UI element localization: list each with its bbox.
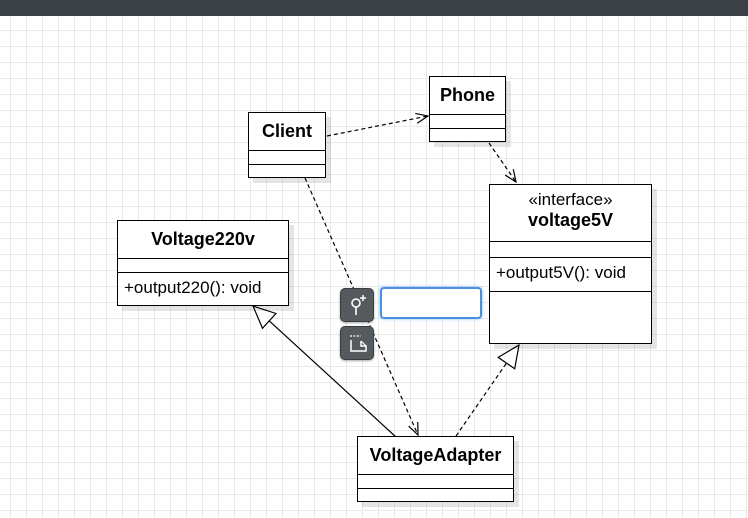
class-name: Client <box>261 121 312 141</box>
class-client[interactable]: Client <box>248 112 326 178</box>
class-header: Voltage220v <box>118 221 288 259</box>
class-voltage220v[interactable]: Voltage220v +output220(): void <box>117 220 289 306</box>
top-toolbar-strip <box>0 0 748 16</box>
class-header: «interface» voltage5V <box>490 185 651 242</box>
class-header: Client <box>249 113 325 151</box>
attributes-section <box>118 259 288 273</box>
class-name: Voltage220v <box>151 229 255 249</box>
class-name: VoltageAdapter <box>369 445 502 465</box>
class-name: Phone <box>439 85 495 105</box>
realization-adapter-voltage5v[interactable] <box>455 345 519 437</box>
add-note-button[interactable] <box>340 326 374 360</box>
attributes-section <box>358 475 513 489</box>
attributes-section <box>249 151 325 165</box>
operations-section <box>430 129 505 141</box>
dependency-client-phone[interactable] <box>326 116 428 137</box>
class-phone[interactable]: Phone <box>429 76 506 142</box>
interface-stereotype: «interface» <box>528 190 613 209</box>
extra-section <box>490 292 651 343</box>
generalization-adapter-voltage220v[interactable] <box>253 306 397 438</box>
dependency-phone-voltage5v[interactable] <box>488 142 516 182</box>
operation-output5v[interactable]: +output5V(): void <box>496 263 626 282</box>
class-name: voltage5V <box>527 210 614 230</box>
attributes-section <box>430 115 505 129</box>
operations-section <box>358 489 513 501</box>
add-connector-icon <box>351 295 366 315</box>
add-connector-button[interactable] <box>340 288 374 322</box>
operations-section <box>249 165 325 177</box>
label-edit-input[interactable] <box>380 287 482 319</box>
class-voltage-adapter[interactable]: VoltageAdapter <box>357 436 514 502</box>
operations-section: +output220(): void <box>118 273 288 305</box>
class-header: Phone <box>430 77 505 115</box>
operation-output220[interactable]: +output220(): void <box>124 278 262 297</box>
class-voltage5v-interface[interactable]: «interface» voltage5V +output5V(): void <box>489 184 652 344</box>
class-header: VoltageAdapter <box>358 437 513 475</box>
add-note-icon <box>350 335 367 352</box>
attributes-section <box>490 242 651 258</box>
operations-section: +output5V(): void <box>490 258 651 292</box>
